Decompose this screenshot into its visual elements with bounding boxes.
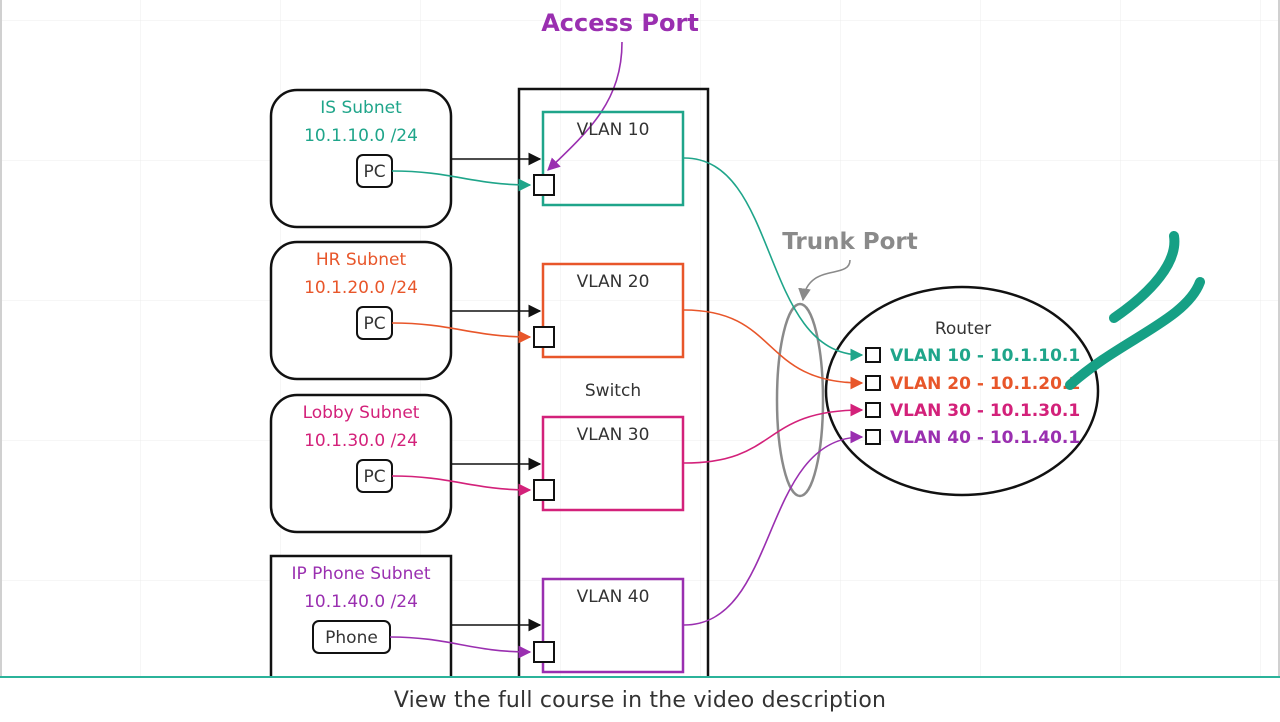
vlan-to-router-link (683, 430, 864, 626)
router-interface-square (865, 429, 881, 445)
footer-text: View the full course in the video descri… (393, 687, 887, 713)
device-label: PC (363, 162, 385, 182)
access-port-square (533, 326, 555, 348)
trunk-port-arrow (798, 259, 851, 302)
vlan-box (541, 415, 685, 512)
vlan-label: VLAN 20 (577, 272, 650, 292)
subnet-name: IP Phone Subnet (292, 564, 431, 584)
device-to-port-link (389, 636, 532, 659)
router-interface-square (865, 375, 881, 391)
router-interface-square (865, 347, 881, 363)
subnet-network: 10.1.20.0 /24 (304, 278, 418, 298)
vlan-box (541, 262, 685, 359)
annotation-stroke-1 (1109, 231, 1180, 323)
annotation-stroke-2 (1065, 277, 1205, 390)
device-label: PC (363, 314, 385, 334)
access-port-label: Access Port (541, 9, 699, 37)
access-port-square (533, 641, 555, 663)
subnet-name: HR Subnet (316, 250, 407, 270)
access-port-square (533, 174, 555, 196)
device-to-port-link (391, 170, 532, 192)
subnet-name: IS Subnet (320, 98, 402, 118)
device-label: PC (363, 467, 385, 487)
router-interface-label: VLAN 40 - 10.1.40.1 (890, 428, 1080, 448)
router-interface-label: VLAN 20 - 10.1.20.1 (890, 374, 1080, 394)
trunk-port-label: Trunk Port (782, 229, 918, 255)
subnet-network: 10.1.30.0 /24 (304, 431, 418, 451)
vlan-to-router-link (683, 157, 864, 362)
switch-label: Switch (585, 381, 641, 401)
vlan-box (541, 110, 685, 207)
router-interface-label: VLAN 30 - 10.1.30.1 (890, 401, 1080, 421)
vlan-to-router-link (683, 309, 864, 390)
canvas-grid (0, 0, 1280, 676)
vlan-box (541, 577, 685, 674)
router-interface-square (865, 402, 881, 418)
access-port-square (533, 479, 555, 501)
vlan-label: VLAN 30 (577, 425, 650, 445)
device-label: Phone (325, 628, 378, 648)
vlan-to-router-link (683, 403, 864, 464)
device-to-port-link (391, 475, 532, 497)
subnet-network: 10.1.10.0 /24 (304, 126, 418, 146)
router-interface-label: VLAN 10 - 10.1.10.1 (890, 346, 1080, 366)
router-label: Router (935, 319, 991, 339)
subnet-name: Lobby Subnet (303, 403, 420, 423)
router-ellipse (824, 285, 1100, 497)
footer-banner: View the full course in the video descri… (0, 676, 1280, 722)
vlan-label: VLAN 10 (577, 120, 650, 140)
device-to-port-link (391, 322, 532, 344)
subnet-network: 10.1.40.0 /24 (304, 592, 418, 612)
trunk-bundle-ellipse (775, 302, 825, 498)
vlan-label: VLAN 40 (577, 587, 650, 607)
